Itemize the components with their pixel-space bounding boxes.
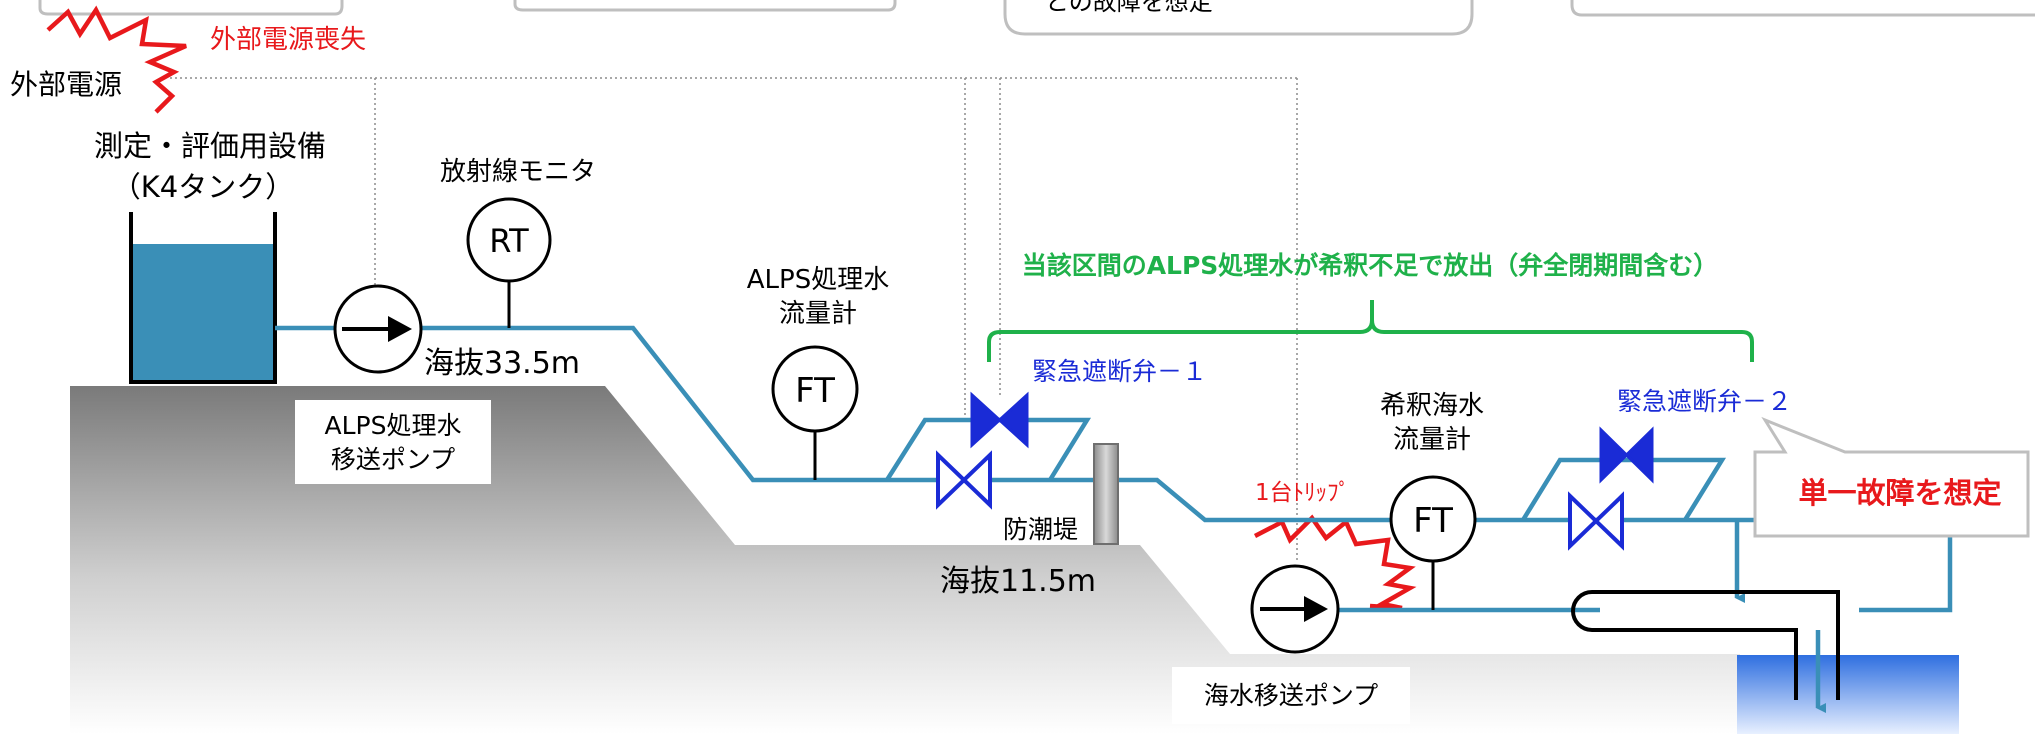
- power-loss-label: 外部電源喪失: [210, 25, 366, 55]
- emergency-valve-1: [936, 391, 1029, 510]
- alps-flow-label-2: 流量計: [779, 299, 857, 329]
- elevation-low: 海抜11.5m: [940, 564, 1096, 599]
- power-lines: [170, 77, 1298, 560]
- alps-flowmeter-ft: FT: [771, 345, 859, 433]
- pump1-label-box: [295, 400, 491, 484]
- ft-label-2: FT: [1413, 501, 1453, 541]
- pump1-label-1: ALPS処理水: [325, 411, 462, 440]
- elevation-high: 海抜33.5m: [424, 346, 580, 381]
- lightning-icon-power: [46, 5, 187, 114]
- single-failure-callout: [1753, 416, 2030, 538]
- trip-label: 1台ﾄﾘｯﾌﾟ: [1255, 480, 1350, 506]
- range-brace: [987, 300, 1754, 362]
- pump1-label-2: 移送ポンプ: [331, 445, 455, 474]
- sea: [1737, 655, 1959, 734]
- ft-label-1: FT: [795, 371, 835, 411]
- tank-sub-label: （K4タンク）: [112, 170, 294, 204]
- seawater-pump-label-box: [1172, 667, 1410, 724]
- single-failure-label: 単一故障を想定: [1798, 476, 2001, 510]
- dilution-flow-label-2: 流量計: [1393, 425, 1471, 455]
- emergency-valve-2: [1568, 426, 1654, 551]
- seawater-pump-label: 海水移送ポンプ: [1204, 681, 1378, 710]
- seawall-label: 防潮堤: [1003, 515, 1078, 544]
- top-box-text: との故障を想定: [1045, 0, 1213, 16]
- seawall: [1093, 443, 1119, 545]
- pipes: [275, 325, 1953, 713]
- mixing-header: [1592, 590, 1840, 700]
- tank-name-label: 測定・評価用設備: [94, 129, 326, 163]
- rad-monitor-rt: RT: [466, 197, 552, 283]
- dilution-flowmeter-ft: FT: [1389, 475, 1477, 563]
- alps-transfer-pump: [333, 284, 423, 374]
- rt-label: RT: [489, 222, 529, 260]
- external-power-label: 外部電源: [10, 68, 122, 101]
- text-labels: 外部電源喪失 外部電源 測定・評価用設備 （K4タンク） 放射線モニタ ALPS…: [10, 25, 2002, 710]
- rad-monitor-label: 放射線モニタ: [440, 157, 596, 187]
- alps-flow-label-1: ALPS処理水: [747, 265, 889, 295]
- dilution-flow-label-1: 希釈海水: [1380, 391, 1484, 421]
- range-note: 当該区間のALPS処理水が希釈不足で放出（弁全閉期間含む）: [1022, 251, 1719, 280]
- seawater-transfer-pump: [1250, 564, 1340, 654]
- valve1-label: 緊急遮断弁－１: [1032, 357, 1207, 386]
- tank: [129, 212, 277, 384]
- top-boxes: との故障を想定: [38, 0, 2035, 36]
- lightning-icon-trip: [1253, 514, 1417, 611]
- valve2-label: 緊急遮断弁－２: [1617, 387, 1792, 416]
